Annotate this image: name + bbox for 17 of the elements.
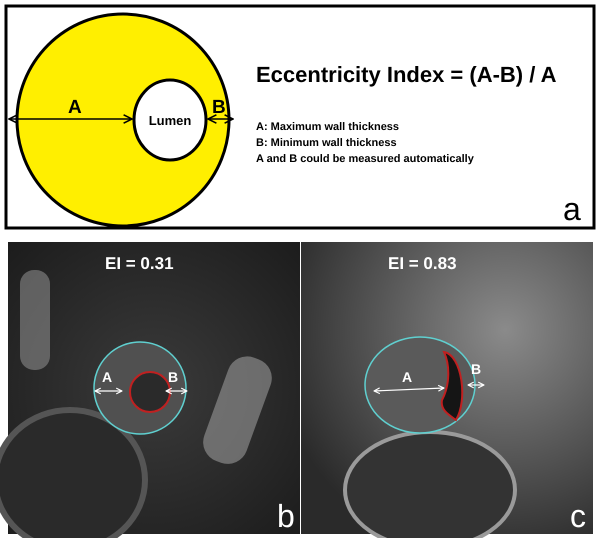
dimension-label: A (68, 98, 82, 117)
index-value-label: EI = 0.31 (105, 255, 174, 272)
lumen-ellipse (132, 78, 208, 162)
panel-letter: b (277, 500, 295, 532)
panel-letter: a (563, 193, 581, 225)
index-value-label: EI = 0.83 (388, 255, 457, 272)
definition-text: A: Maximum wall thickness (256, 122, 400, 133)
dimension-label: A (102, 370, 112, 384)
definition-text: B: Minimum wall thickness (256, 138, 397, 149)
dimension-label: B (212, 98, 226, 117)
formula-text: Eccentricity Index = (A-B) / A (256, 64, 557, 86)
dimension-label: B (168, 370, 178, 384)
panel-letter: c (570, 500, 586, 532)
note-text: A and B could be measured automatically (256, 154, 474, 165)
dimension-label: B (471, 362, 482, 376)
dimension-label: A (402, 370, 412, 384)
lumen-label: Lumen (148, 112, 192, 128)
